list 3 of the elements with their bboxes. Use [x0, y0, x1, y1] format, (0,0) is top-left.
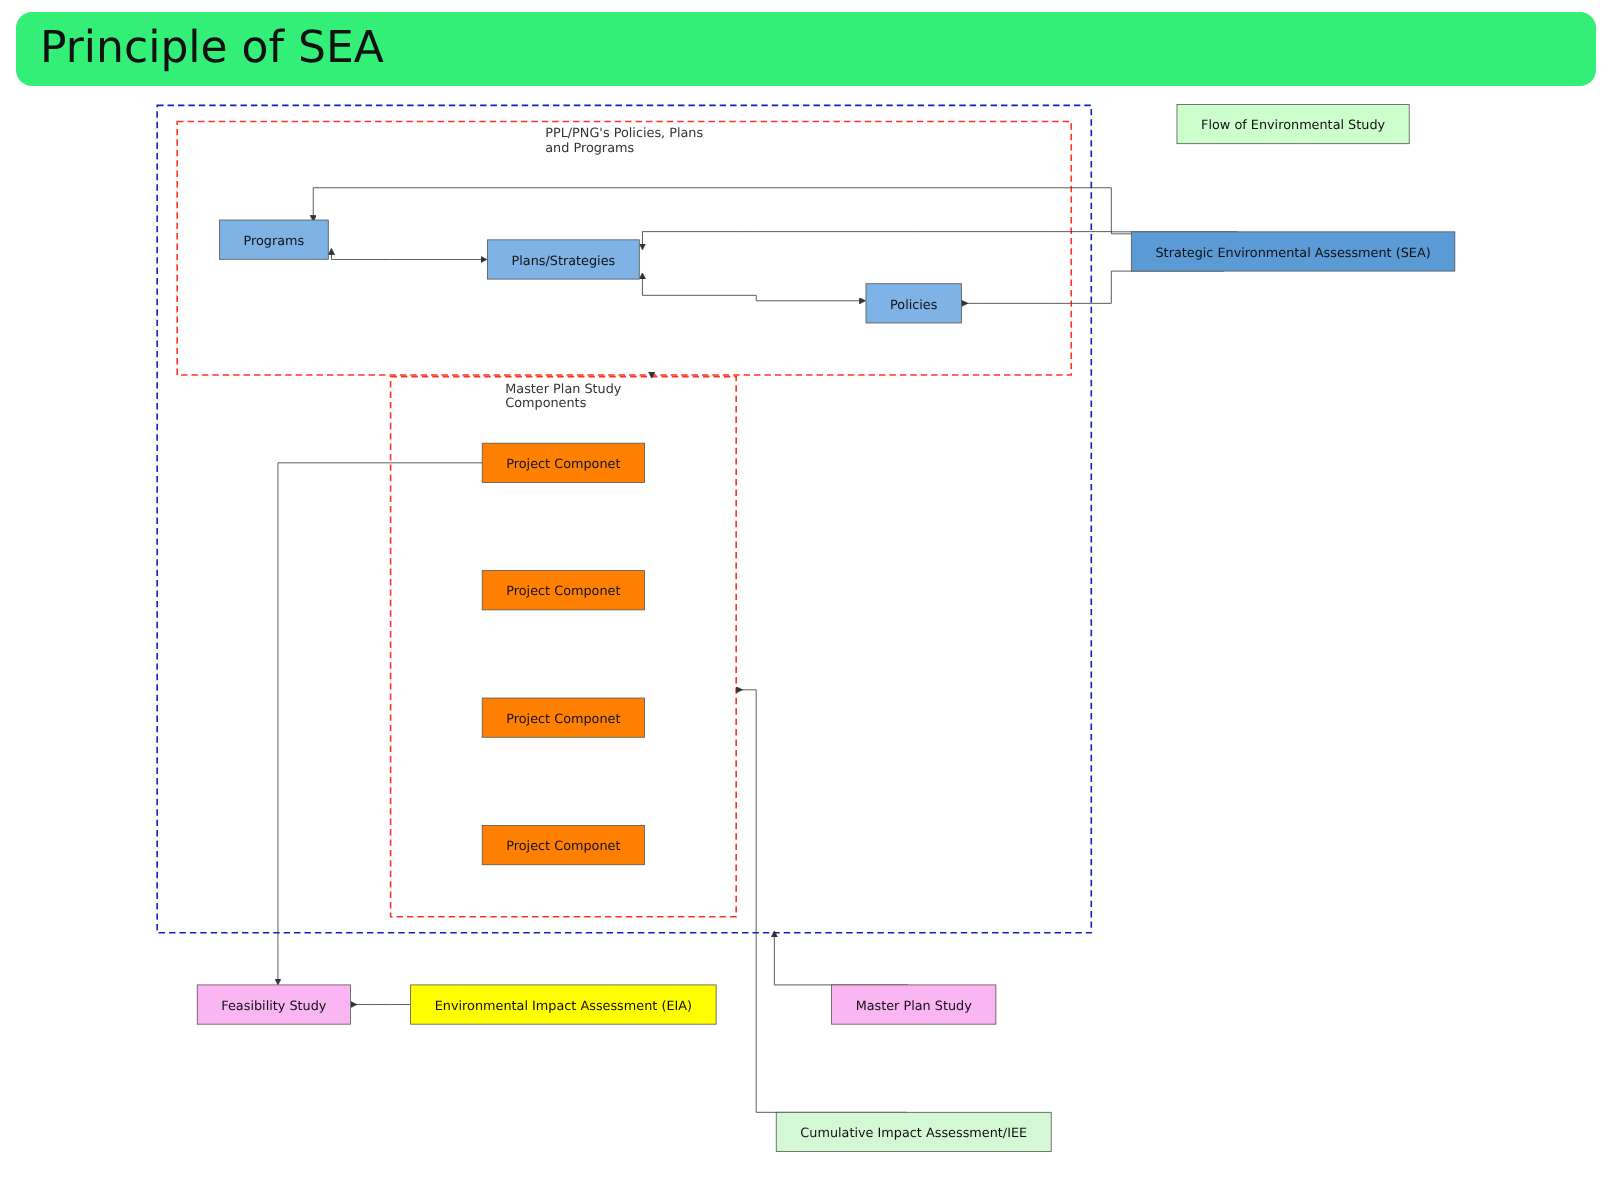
- cluster: [156, 104, 1093, 934]
- title-banner: Principle of SEA: [16, 12, 1596, 86]
- arrow: [648, 371, 656, 379]
